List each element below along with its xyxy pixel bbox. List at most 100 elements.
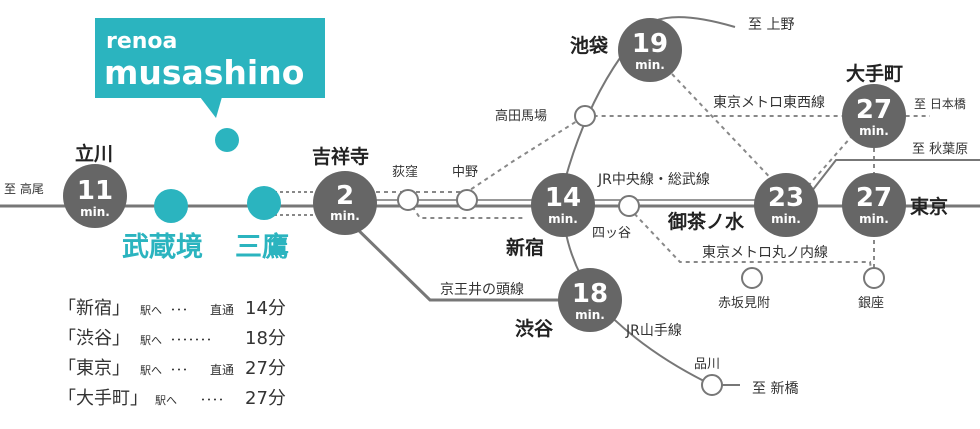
hub-ochanomizu-minutes: 23	[768, 183, 804, 213]
hub-kichijoji-minutes: 2	[336, 181, 354, 211]
label-yamanote: JR山手線	[625, 323, 682, 339]
legend-row: 「大手町」 駅へ ････ 27分	[58, 388, 286, 409]
station-takadanobaba-marker	[574, 105, 596, 127]
sobu-akihabara-line	[807, 159, 980, 197]
legend-row-1-suffix: 駅へ	[140, 304, 162, 317]
hub-labels: 立川 吉祥寺 新宿 池袋 渋谷 御茶ノ水 大手町 東京	[75, 34, 948, 340]
label-akasakamitsuke: 赤坂見附	[718, 296, 770, 311]
hub-tachikawa-minutes: 11	[77, 176, 113, 206]
legend-row: 「新宿」 駅へ ･･･ 直通 14分	[58, 298, 286, 319]
label-shinagawa: 品川	[694, 357, 720, 372]
station-nakano-marker	[456, 189, 478, 211]
legend-row-1-note: 直通	[210, 303, 234, 317]
label-tozai: 東京メトロ東西線	[713, 95, 825, 111]
hub-shibuya: 18 min.	[558, 268, 622, 332]
label-ginza: 銀座	[858, 296, 884, 311]
label-nakano: 中野	[452, 165, 478, 180]
hub-otemachi: 27 min.	[842, 84, 906, 148]
station-akasakamitsuke-marker	[741, 267, 763, 289]
teal-markers	[154, 128, 281, 223]
legend-row-3-suffix: 駅へ	[140, 364, 162, 377]
legend-row-1-dots: ･･･	[170, 303, 188, 317]
station-ginza-marker	[863, 267, 885, 289]
label-otemachi: 大手町	[846, 62, 903, 85]
direction-akihabara: 至 秋葉原	[912, 142, 968, 157]
hub-tokyo-unit: min.	[859, 212, 889, 226]
hub-kichijoji-unit: min.	[330, 209, 360, 223]
legend-row-3-station: 「東京」	[58, 358, 130, 379]
legend-row-3-note: 直通	[210, 363, 234, 377]
travel-time-legend: 「新宿」 駅へ ･･･ 直通 14分 「渋谷」 駅へ ･･･････ 18分 「…	[58, 298, 286, 409]
hub-shinjuku: 14 min.	[531, 173, 595, 237]
legend-row-2-suffix: 駅へ	[140, 334, 162, 347]
hub-ochanomizu-unit: min.	[771, 212, 801, 226]
hub-tachikawa: 11 min.	[63, 164, 127, 228]
legend-row-2-time: 18分	[245, 328, 286, 349]
tozai-line	[360, 115, 930, 193]
legend-row-1-station: 「新宿」	[58, 298, 130, 319]
label-musashisakai: 武蔵境	[122, 232, 203, 263]
station-musashisakai-marker	[154, 189, 188, 223]
station-labels: 武蔵境 三鷹 荻窪 中野 高田馬場 四ッ谷 赤坂見附 銀座 品川	[122, 108, 884, 372]
legend-row-4-station: 「大手町」	[58, 388, 148, 409]
hub-shibuya-unit: min.	[575, 308, 605, 322]
hub-stations: 11 min. 2 min. 14 min. 19 min. 18 min. 2…	[63, 18, 906, 332]
label-kichijoji: 吉祥寺	[312, 145, 369, 168]
legend-row: 「渋谷」 駅へ ･･･････ 18分	[58, 328, 286, 349]
hub-ikebukuro-unit: min.	[635, 58, 665, 72]
legend-row-2-station: 「渋谷」	[58, 328, 130, 349]
label-takadanobaba: 高田馬場	[495, 108, 547, 124]
hub-ikebukuro: 19 min.	[618, 18, 682, 82]
label-tachikawa: 立川	[75, 142, 113, 165]
direction-takao: 至 高尾	[4, 181, 44, 196]
direction-labels: 至 高尾 至 上野 至 日本橋 至 秋葉原 至 新橋	[4, 17, 968, 397]
hub-ikebukuro-minutes: 19	[632, 29, 668, 59]
label-shinjuku: 新宿	[506, 236, 544, 259]
small-stations	[397, 105, 885, 396]
logo-pointer	[200, 97, 222, 118]
label-mitaka: 三鷹	[235, 232, 289, 263]
station-shinagawa-marker	[701, 374, 723, 396]
legend-row-4-time: 27分	[245, 388, 286, 409]
label-chuo-sobu: JR中央線・総武線	[597, 172, 710, 188]
hub-kichijoji: 2 min.	[313, 171, 377, 235]
direction-nihonbashi: 至 日本橋	[914, 97, 966, 111]
hub-shibuya-minutes: 18	[572, 279, 608, 309]
station-mitaka-marker	[247, 186, 281, 220]
ikebukuro-ochanomizu-dotted	[671, 73, 781, 189]
label-yotsuya: 四ッ谷	[592, 226, 631, 241]
logo-line2: musashino	[104, 53, 304, 92]
direction-shimbashi: 至 新橋	[752, 381, 798, 397]
label-marunouchi: 東京メトロ丸ノ内線	[702, 245, 828, 261]
logo-line1: renoa	[106, 29, 177, 54]
station-ogikubo-marker	[397, 189, 419, 211]
legend-row-2-dots: ･･･････	[170, 333, 212, 347]
legend-row: 「東京」 駅へ ･･･ 直通 27分	[58, 358, 286, 379]
marunouchi-line-west	[407, 199, 525, 219]
label-ogikubo: 荻窪	[392, 164, 418, 180]
line-labels: JR中央線・総武線 東京メトロ東西線 東京メトロ丸ノ内線 京王井の頭線 JR山手…	[440, 95, 828, 339]
label-ikebukuro: 池袋	[570, 34, 609, 57]
hub-tachikawa-unit: min.	[80, 205, 110, 219]
station-yotsuya-marker	[618, 195, 640, 217]
legend-row-4-dots: ････	[200, 393, 224, 407]
label-tokyo: 東京	[910, 195, 948, 218]
hub-shinjuku-minutes: 14	[545, 183, 581, 213]
hub-otemachi-unit: min.	[859, 124, 889, 138]
ochanomizu-otemachi-dotted	[807, 135, 853, 187]
legend-row-4-suffix: 駅へ	[155, 394, 177, 407]
hub-tokyo-minutes: 27	[856, 183, 892, 213]
logo-box	[95, 18, 325, 98]
hub-shinjuku-unit: min.	[548, 212, 578, 226]
direction-ueno: 至 上野	[748, 17, 794, 33]
label-inokashira: 京王井の頭線	[440, 282, 524, 298]
legend-row-3-dots: ･･･	[170, 363, 188, 377]
inokashira-line	[348, 220, 580, 302]
legend-row-3-time: 27分	[245, 358, 286, 379]
label-ochanomizu: 御茶ノ水	[667, 210, 745, 233]
legend-row-1-time: 14分	[245, 298, 286, 319]
hub-otemachi-minutes: 27	[856, 95, 892, 125]
renoa-location-marker	[215, 128, 239, 152]
